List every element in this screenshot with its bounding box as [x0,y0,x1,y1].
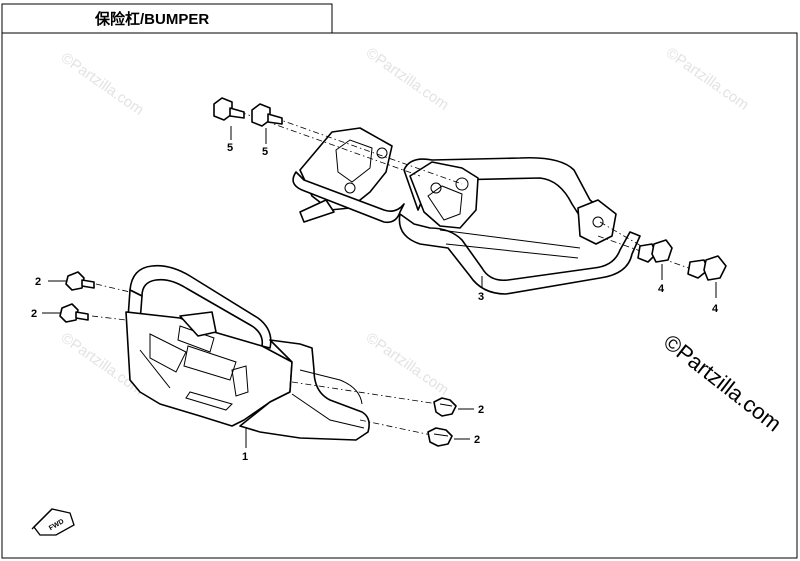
diagram-border [1,32,798,559]
callout-1: 1 [242,451,248,463]
watermark: ©Partzilla.com [363,329,452,399]
callout-2d: 2 [474,434,480,446]
callout-2c: 2 [478,404,484,416]
nut-part-2c [433,397,457,417]
diagram-title: 保险杠/BUMPER [94,10,209,28]
bolt-part-5b [251,103,283,127]
bolt-part-2b [59,303,89,323]
front-bumper-part-1 [125,264,370,441]
watermark: ©Partzilla.com [363,44,452,114]
watermark: ©Partzilla.com [58,49,147,119]
callout-5b: 5 [262,146,268,158]
nut-part-2d [427,427,453,447]
callout-5a: 5 [227,142,233,154]
callout-3: 3 [478,291,484,303]
bolt-part-4a [637,239,673,263]
callout-2b: 2 [31,308,37,320]
callout-4b: 4 [712,303,719,315]
callout-2a: 2 [35,276,41,288]
watermark-large: ©Partzilla.com [659,329,786,436]
bolt-part-5a [213,97,245,121]
callout-4a: 4 [658,283,665,295]
bolt-part-4b [687,255,727,281]
bolt-part-2a [65,271,95,291]
front-direction-arrow-icon: FWD [31,508,75,536]
rear-bumper-part-3 [292,127,641,295]
watermark: ©Partzilla.com [663,44,752,114]
title-box [1,3,333,34]
